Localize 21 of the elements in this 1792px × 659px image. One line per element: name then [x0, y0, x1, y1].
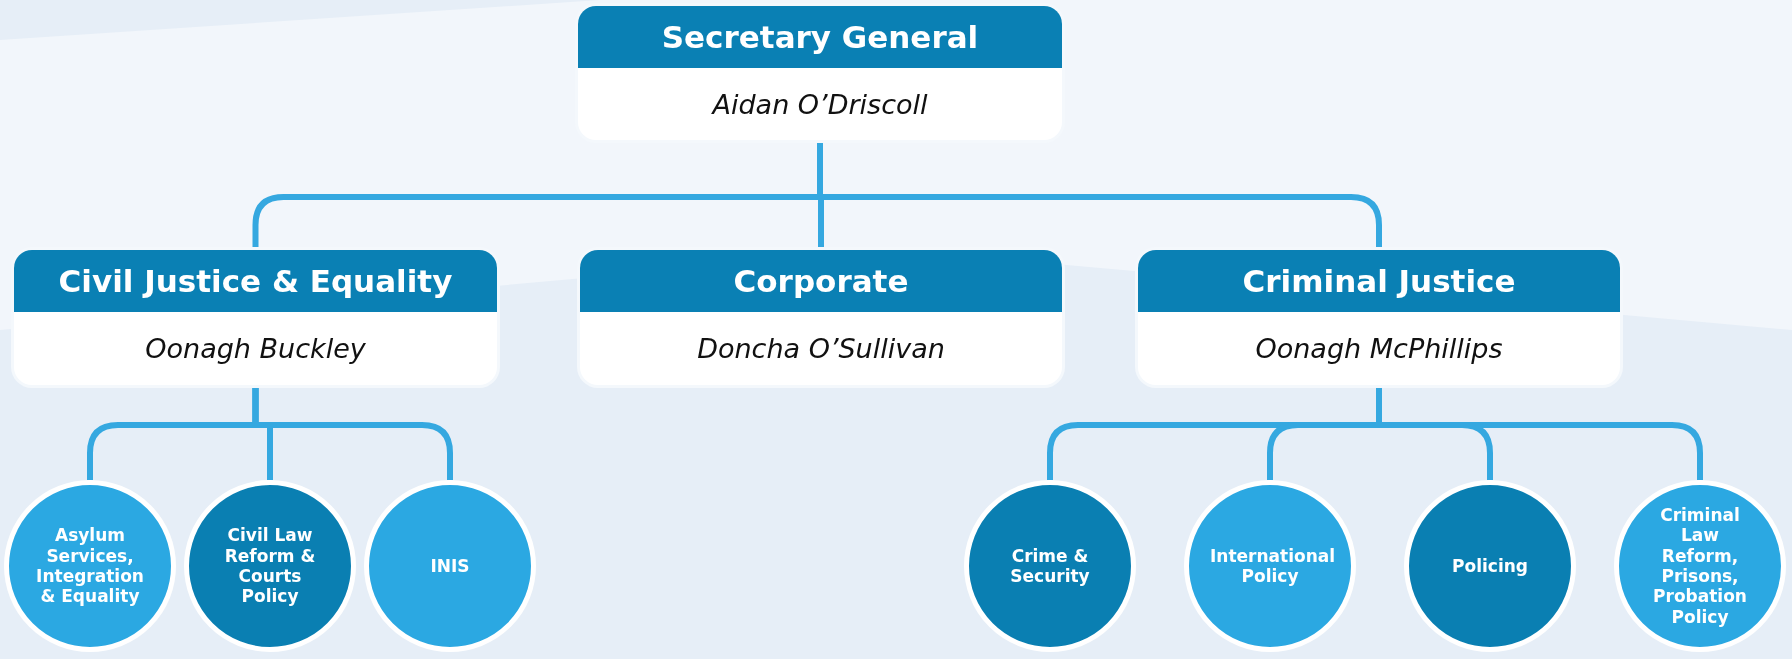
unit-name: Crime & Security — [1009, 545, 1091, 587]
unit-name: Asylum Services, Integration & Equality — [35, 525, 145, 607]
connector-line — [252, 385, 453, 480]
person-name: Doncha O’Sullivan — [696, 332, 946, 366]
unit-name: INIS — [429, 555, 471, 577]
connector-line — [817, 140, 1382, 250]
unit-name: Civil Law Reform & Courts Policy — [223, 525, 317, 607]
unit-name: Policing — [1451, 555, 1529, 577]
position-card — [580, 250, 1062, 385]
role-title: Criminal Justice — [1138, 250, 1620, 312]
role-title: Civil Justice & Equality — [14, 250, 497, 312]
connector-line — [1376, 385, 1703, 480]
position-card — [14, 250, 497, 385]
person-name: Oonagh McPhillips — [1254, 332, 1504, 366]
unit-name: Criminal Law Reform, Prisons, Probation Policy — [1652, 504, 1748, 628]
position-card — [1138, 250, 1620, 385]
role-title: Secretary General — [578, 6, 1062, 68]
role-title: Corporate — [580, 250, 1062, 312]
person-name: Aidan O’Driscoll — [710, 87, 929, 122]
position-card — [578, 6, 1062, 140]
person-name: Oonagh Buckley — [144, 332, 367, 366]
